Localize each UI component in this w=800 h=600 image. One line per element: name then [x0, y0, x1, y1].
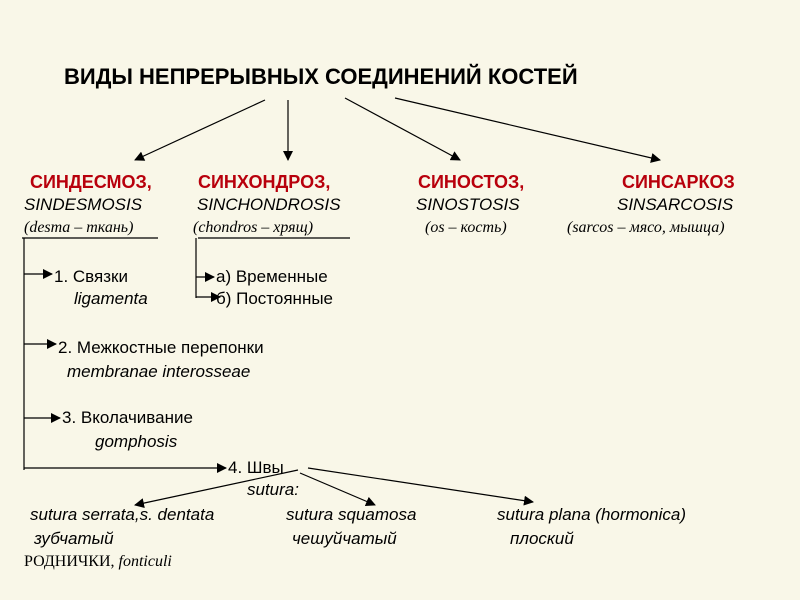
item-gomphosis-latin: gomphosis [95, 432, 178, 451]
type-name-synsarcosis: СИНСАРКОЗ [622, 172, 735, 192]
item-membranes-latin: membranae interosseae [67, 362, 251, 381]
suture-plana: sutura plana (hormonica) [497, 505, 686, 524]
fontanelles-latin: fonticuli [118, 553, 172, 570]
diagram-title: ВИДЫ НЕПРЕРЫВНЫХ СОЕДИНЕНИЙ КОСТЕЙ [64, 64, 578, 89]
suture-squamosa-ru: чешуйчатый [292, 529, 397, 548]
item-membranes: 2. Межкостные перепонки [58, 338, 264, 357]
type-etym-synostosis: (os – кость) [425, 219, 507, 236]
item-gomphosis: 3. Вколачивание [62, 408, 193, 427]
type-name-synostosis: СИНОСТОЗ, [418, 172, 525, 192]
suture-plana-ru: плоский [510, 529, 574, 548]
suture-serrata: sutura serrata,s. dentata [30, 505, 215, 524]
fontanelles-label: РОДНИЧКИ, fonticuli [24, 554, 172, 570]
arrow-to-synostosis [344, 97, 461, 161]
arrow-to-synsarcosis [394, 97, 661, 163]
type-name-synchondrosis: СИНХОНДРОЗ, [198, 172, 331, 192]
arrow-to-syndesmosis [134, 99, 266, 161]
item-temporary: а) Временные [216, 267, 328, 286]
suture-serrata-ru: зубчатый [34, 529, 114, 548]
type-latin-synchondrosis: SINCHONDROSIS [197, 195, 341, 214]
item-ligaments-latin: ligamenta [74, 289, 148, 308]
arrow-to-plana [307, 467, 534, 506]
item-sutures-latin: sutura: [247, 480, 299, 499]
type-etym-synchondrosis: (chondros – хрящ) [193, 219, 314, 236]
item-permanent: б) Постоянные [216, 289, 333, 308]
type-latin-synsarcosis: SINSARCOSIS [617, 195, 734, 214]
fontanelles-ru: РОДНИЧКИ, [24, 553, 115, 570]
type-latin-synostosis: SINOSTOSIS [416, 195, 520, 214]
arrow-to-squamosa [299, 472, 376, 507]
type-latin-syndesmosis: SINDESMOSIS [24, 195, 143, 214]
item-ligaments: 1. Связки [54, 267, 128, 286]
item-sutures: 4. Швы [228, 458, 284, 477]
arrow-to-serrata [134, 469, 299, 508]
type-etym-syndesmosis: (desma – ткань) [24, 219, 134, 236]
suture-squamosa: sutura squamosa [286, 505, 417, 524]
type-etym-synsarcosis: (sarcos – мясо, мышца) [567, 219, 725, 236]
type-name-syndesmosis: СИНДЕСМОЗ, [30, 172, 152, 192]
